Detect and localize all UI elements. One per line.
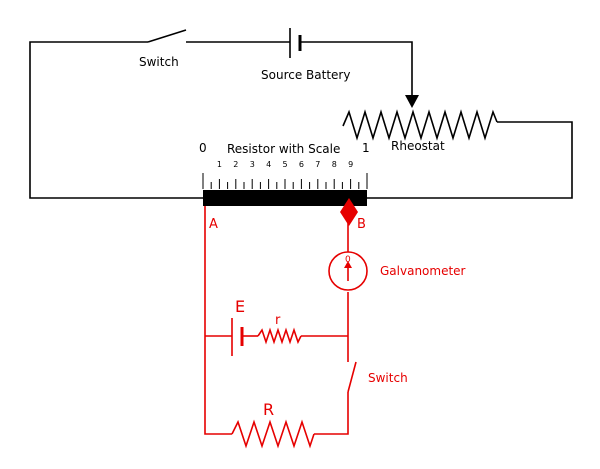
primary-wire-right	[367, 121, 573, 199]
scale-end-label: 1	[362, 141, 370, 155]
scale-tick-label: 2	[233, 160, 238, 169]
secondary-wire-left	[204, 206, 232, 435]
rheostat-coil	[342, 109, 498, 141]
scale-tick-label: 1	[217, 160, 222, 169]
primary-wire-top-right	[300, 41, 413, 98]
primary-circuit	[29, 28, 573, 199]
load-resistor-coil	[231, 419, 315, 449]
secondary-wire-bottom-right	[314, 392, 349, 435]
load-resistor-label: R	[263, 400, 274, 419]
scale-tick-label: 3	[250, 160, 255, 169]
top-switch-blade	[147, 29, 187, 43]
rheostat-label: Rheostat	[391, 139, 445, 153]
galvanometer-body	[328, 251, 368, 291]
scale-tick-label: 5	[283, 160, 288, 169]
primary-wire-left	[29, 41, 205, 199]
point-a-label: A	[209, 217, 218, 232]
scale-tick-label: 4	[266, 160, 271, 169]
scale-ticks	[202, 173, 368, 189]
bottom-switch-blade	[347, 361, 357, 393]
scale-start-label: 0	[199, 141, 207, 155]
resistor-bar	[203, 190, 367, 206]
galvanometer-needle-arrow	[344, 261, 352, 268]
emf-label: E	[235, 297, 245, 316]
internal-resistance-label: r	[275, 313, 281, 328]
jockey-contact	[340, 198, 358, 226]
secondary-circuit	[204, 206, 368, 449]
bottom-switch-label: Switch	[368, 371, 408, 385]
point-b-label: B	[357, 217, 366, 232]
rheostat-slider-arrow	[405, 95, 419, 108]
scale-tick-label: 7	[315, 160, 320, 169]
galvanometer-label: Galvanometer	[380, 264, 466, 278]
scale-labels: 1 2 3 4 5 6 7 8 9	[217, 160, 353, 169]
internal-resistor-coil	[257, 327, 302, 345]
scale-tick-label: 8	[332, 160, 337, 169]
galvanometer-zero-label: 0	[345, 255, 351, 265]
resistor-scale-label: Resistor with Scale	[227, 142, 340, 156]
scale-tick-label: 6	[299, 160, 304, 169]
scale-tick-label: 9	[348, 160, 353, 169]
battery-label: Source Battery	[261, 68, 350, 82]
top-switch-label: Switch	[139, 55, 179, 69]
